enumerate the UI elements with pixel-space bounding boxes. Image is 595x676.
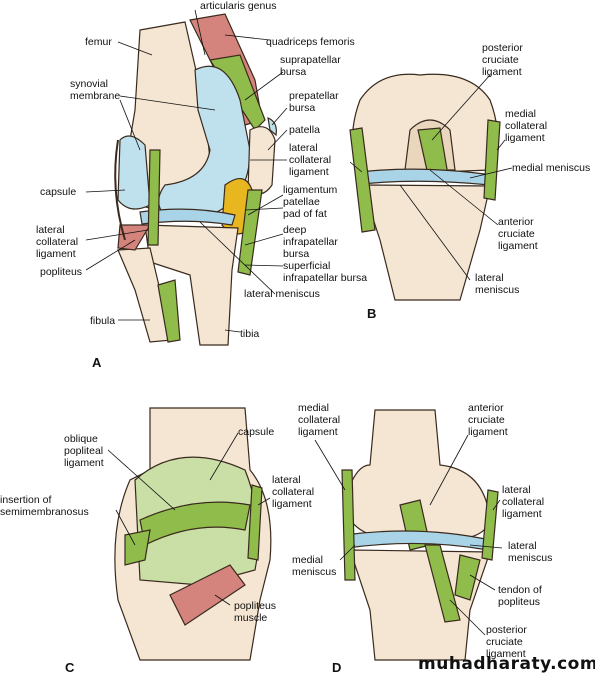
panel-b-leaders [349,74,513,281]
label-tendon-of-popliteus: tendon of popliteus [498,584,542,608]
label-quadriceps-femoris: quadriceps femoris [266,36,355,48]
label-lateral-meniscus-a: lateral meniscus [244,288,320,300]
panel-letter-c: C [65,660,75,675]
label-superficial-infrapatellar-bursa: superficial infrapatellar bursa [283,260,368,284]
popliteus-tendon-d [454,554,481,601]
label-lateral-collateral-ligament-c: lateral collateral ligament [272,474,315,510]
label-femur: femur [85,36,112,48]
label-patella-a: patella [289,124,320,136]
label-lateral-collateral-ligament-a-right: lateral collateral ligament [289,142,332,178]
label-lateral-meniscus-d: lateral meniscus [508,540,553,564]
label-anterior-cruciate-ligament-b: anterior cruciate ligament [498,216,538,252]
synovial-posterior [117,135,151,210]
label-popliteus-a: popliteus [40,266,83,278]
panel-letter-d: D [332,660,342,675]
label-lateral-meniscus-b: lateral meniscus [475,272,520,296]
lcl-a [147,149,161,246]
panel-b-drawing [349,73,513,301]
lcl-b [349,127,376,233]
popliteus-muscle-c [169,564,246,626]
lcl-c [247,484,263,561]
label-synovial-membrane: synovial membrane [70,78,121,102]
panel-letter-a: A [92,355,102,370]
label-popliteus-muscle: popliteus muscle [234,600,277,624]
label-lateral-collateral-ligament-a: lateral collateral ligament [36,224,79,260]
panel-letter-b: B [367,306,377,321]
capsule-a [114,139,126,241]
label-posterior-cruciate-ligament-d: posterior cruciate ligament [486,624,527,660]
label-capsule-a: capsule [40,186,77,198]
label-capsule-c: capsule [238,426,275,438]
label-suprapatellar-bursa: suprapatellar bursa [280,54,341,78]
watermark: muhadharaty.com [418,654,595,674]
panel-c-drawing [107,407,272,661]
fibula-muscle [157,279,181,343]
panel-d-leaders [314,434,503,636]
label-fibula: fibula [90,315,116,327]
label-prepatellar-bursa: prepatellar bursa [289,90,339,114]
panel-a-drawing [85,9,288,346]
label-medial-collateral-ligament-d: medial collateral ligament [298,402,341,438]
tibia-bone [144,224,239,346]
panel-d-drawing [314,409,503,661]
label-medial-collateral-ligament-b: medial collateral ligament [505,108,548,144]
panel-c-leaders [107,432,271,606]
label-medial-meniscus-b: medial meniscus [512,162,591,174]
mcl-b [483,119,501,201]
lateral-meniscus-a [139,208,236,226]
tibia-b [361,184,491,301]
label-posterior-cruciate-ligament-b: posterior cruciate ligament [482,42,523,78]
prepatellar-bursa [267,117,277,137]
label-lateral-collateral-ligament-d: lateral collateral ligament [502,484,545,520]
label-medial-meniscus-d: medial meniscus [292,554,337,578]
mcl-d [341,469,356,581]
label-articularis-genus: articularis genus [200,0,277,12]
meniscus-b [359,168,493,186]
ligamentum-patellae [237,189,263,276]
lcl-d [481,489,499,561]
label-ligamentum-patellae: ligamentum patellae [283,184,338,208]
label-insertion-of-semimembranosus: insertion of semimembranosus [0,494,89,518]
label-tibia: tibia [240,328,260,340]
label-anterior-cruciate-ligament-d: anterior cruciate ligament [468,402,508,438]
panel-a-leaders [85,9,288,333]
label-deep-infrapatellar-bursa: deep infrapatellar bursa [283,224,338,260]
pcl-d [424,544,461,623]
label-pad-of-fat: pad of fat [283,208,327,220]
oblique-popliteal-ligament [139,501,251,546]
label-oblique-popliteal-ligament: oblique popliteal ligament [64,433,104,469]
